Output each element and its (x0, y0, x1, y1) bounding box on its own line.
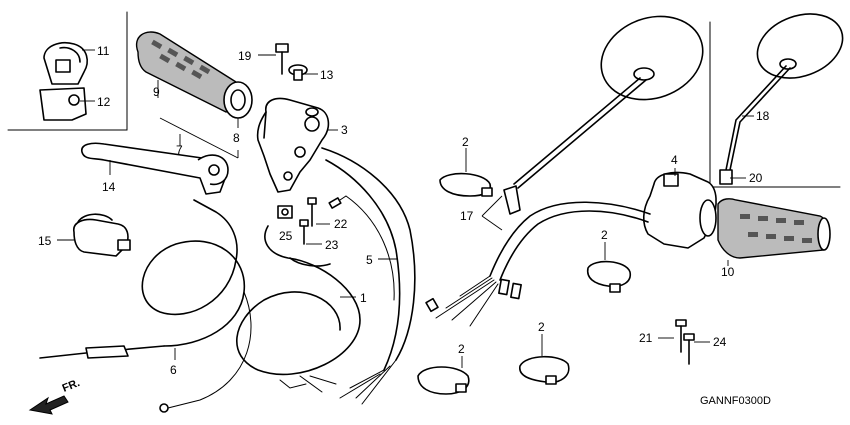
cable-tie-b[interactable] (586, 260, 632, 293)
throttle-grip[interactable] (135, 31, 253, 119)
callout-labels: 11 12 9 8 7 14 15 19 13 3 22 25 23 5 1 6… (38, 44, 770, 377)
right-grip[interactable] (717, 198, 831, 259)
harness-right[interactable] (425, 201, 651, 327)
callout-6: 6 (170, 363, 177, 377)
bolt-24[interactable] (683, 333, 695, 365)
callout-19: 19 (238, 49, 252, 63)
callout-24: 24 (713, 335, 727, 349)
direction-arrow (28, 395, 69, 415)
callout-2-middle: 2 (601, 228, 608, 242)
inset-frame-right (709, 21, 841, 188)
callout-18: 18 (756, 109, 770, 123)
cable-tie-a[interactable] (439, 172, 493, 197)
brake-lever[interactable] (81, 142, 229, 195)
callout-14: 14 (102, 180, 116, 194)
callout-11: 11 (97, 44, 110, 58)
throttle-housing-upper[interactable] (43, 42, 88, 85)
callout-2-lower-left: 2 (458, 342, 465, 356)
inset-frame-left (7, 11, 128, 131)
cable-tie-c[interactable] (417, 366, 470, 395)
mirror-left[interactable] (503, 3, 715, 215)
callout-2-lower-right: 2 (538, 320, 545, 334)
callout-5: 5 (366, 253, 373, 267)
throttle-housing-lower[interactable] (39, 87, 87, 121)
callout-17: 17 (460, 209, 474, 223)
callout-22: 22 (334, 217, 348, 231)
callout-21: 21 (639, 331, 653, 345)
callout-8: 8 (233, 131, 240, 145)
fastener-25[interactable] (277, 205, 293, 219)
direction-label: FR. (61, 377, 82, 395)
callout-15: 15 (38, 234, 52, 248)
callout-9: 9 (153, 85, 160, 99)
harness-5[interactable] (321, 147, 416, 405)
callout-7: 7 (176, 143, 183, 157)
callout-20: 20 (749, 171, 763, 185)
callout-10: 10 (721, 265, 735, 279)
bolt-21[interactable] (675, 319, 687, 353)
callout-12: 12 (97, 95, 111, 109)
callout-25: 25 (279, 229, 293, 243)
screw-19[interactable] (275, 43, 289, 75)
callout-4: 4 (671, 153, 678, 167)
fastener-22[interactable] (307, 197, 317, 227)
callout-3: 3 (341, 123, 348, 137)
callout-2-upper: 2 (462, 135, 469, 149)
callout-13: 13 (320, 68, 334, 82)
mirror-right[interactable] (719, 3, 850, 185)
callout-1: 1 (360, 291, 367, 305)
cable-tie-d[interactable] (519, 355, 570, 385)
fastener-23[interactable] (299, 219, 309, 245)
left-switch-housing[interactable] (256, 97, 330, 193)
cable-1[interactable] (235, 225, 361, 393)
lever-bracket[interactable] (73, 213, 131, 257)
screw-13[interactable] (288, 64, 308, 81)
right-switch-housing[interactable] (642, 171, 717, 249)
callout-23: 23 (325, 238, 339, 252)
cable-6[interactable] (39, 199, 252, 413)
leader-lines (57, 49, 754, 368)
drawing-code: GANNF0300D (700, 395, 771, 407)
